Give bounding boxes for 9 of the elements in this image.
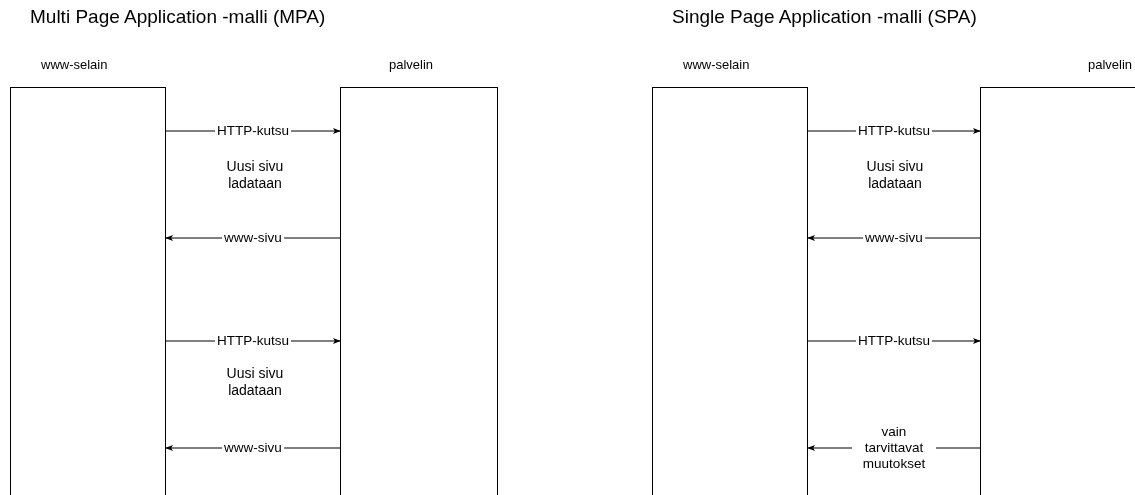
panel-heading: Single Page Application -malli (SPA): [672, 8, 977, 25]
column-heading: palvelin: [389, 57, 434, 72]
column-heading: www-selain: [683, 57, 750, 72]
note-text: Uusi sivu ladataan: [225, 158, 285, 192]
column-heading: palvelin: [1088, 57, 1133, 72]
column-heading: www-selain: [41, 57, 108, 72]
note-text: Uusi sivu ladataan: [865, 158, 925, 192]
note-text: Uusi sivu ladataan: [225, 365, 285, 399]
panel-heading: Multi Page Application -malli (MPA): [30, 8, 326, 25]
